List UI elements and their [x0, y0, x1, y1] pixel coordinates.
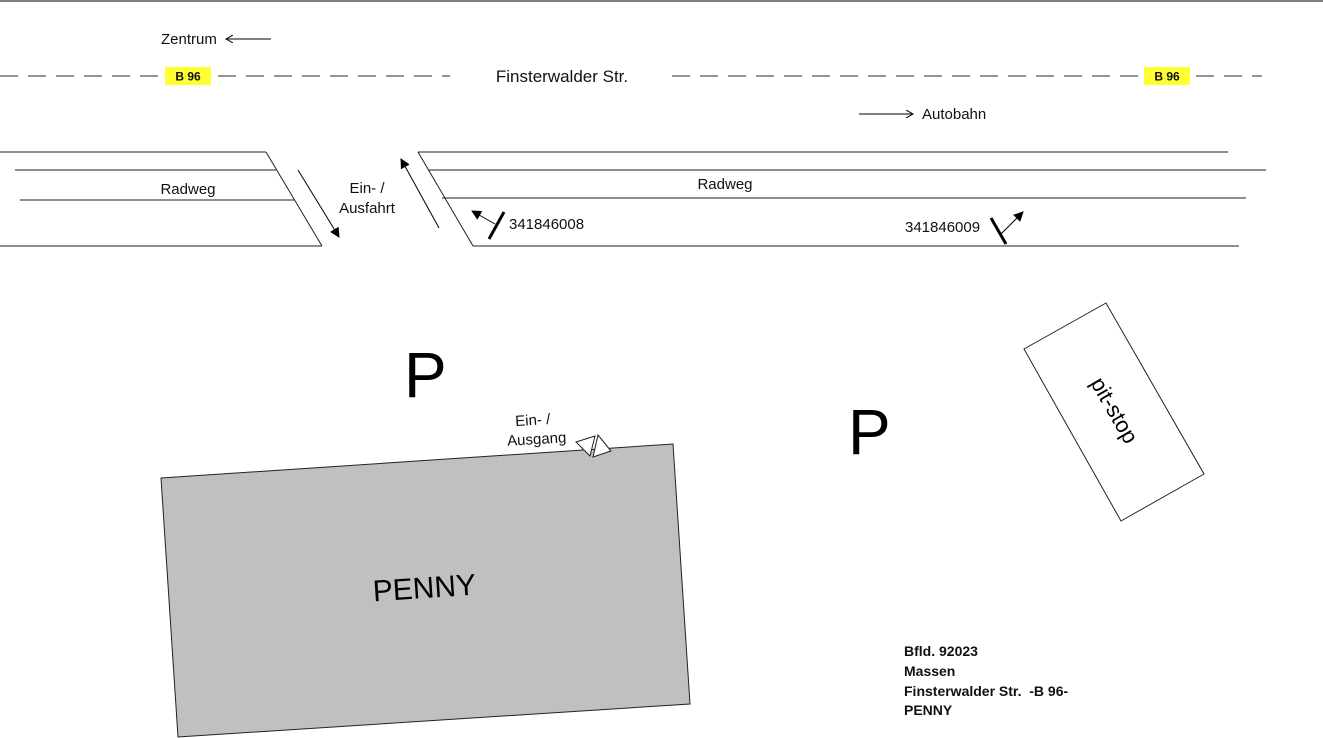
- penny-building-label: PENNY: [372, 569, 477, 609]
- route-shield-west: B 96: [165, 67, 211, 85]
- sensor-id: 341846008: [509, 216, 584, 233]
- top-border: [0, 0, 1323, 2]
- direction-arrow-icon: [471, 210, 496, 225]
- shield-background: [1144, 67, 1190, 85]
- sensor-341846009: 341846009: [905, 211, 1024, 245]
- driveway-label-line1: Ein- /: [349, 180, 385, 197]
- arrow-in-icon: [297, 169, 340, 238]
- bike-path-label-east: Radweg: [697, 176, 752, 193]
- site-legend: Bfld. 92023 Massen Finsterwalder Str. -B…: [904, 643, 1068, 718]
- direction-arrow-icon: [1000, 211, 1024, 235]
- store-entrance-door-icon: [575, 433, 612, 458]
- street-name: Finsterwalder Str.: [496, 67, 628, 86]
- direction-label-autobahn: Autobahn: [922, 106, 986, 123]
- parking-sign-east: P: [848, 396, 891, 468]
- legend-line: Massen: [904, 663, 955, 679]
- route-shield-east: B 96: [1144, 67, 1190, 85]
- bike-path-label-west: Radweg: [160, 181, 215, 198]
- pit-stop-building: [1023, 302, 1205, 522]
- shield-label: B 96: [1154, 70, 1180, 84]
- entrance-label-line2: Ausgang: [507, 429, 567, 450]
- shield-label: B 96: [175, 70, 201, 84]
- bike-path-west: [0, 151, 323, 247]
- legend-line: Finsterwalder Str. -B 96-: [904, 683, 1068, 699]
- legend-line: PENNY: [904, 702, 953, 718]
- sensor-id: 341846009: [905, 219, 980, 236]
- bike-path-east: [417, 151, 1266, 247]
- parking-sign-west: P: [404, 339, 447, 411]
- sensor-bar-icon: [989, 217, 1008, 245]
- shield-background: [165, 67, 211, 85]
- driveway-label-line2: Ausfahrt: [339, 200, 396, 217]
- penny-building: [160, 443, 691, 738]
- sensor-bar-icon: [487, 211, 506, 240]
- entrance-label-line1: Ein- /: [515, 411, 552, 430]
- legend-line: Bfld. 92023: [904, 643, 978, 659]
- sensor-341846008: 341846008: [471, 210, 584, 240]
- arrow-out-icon: [400, 158, 440, 229]
- direction-label-zentrum: Zentrum: [161, 31, 217, 48]
